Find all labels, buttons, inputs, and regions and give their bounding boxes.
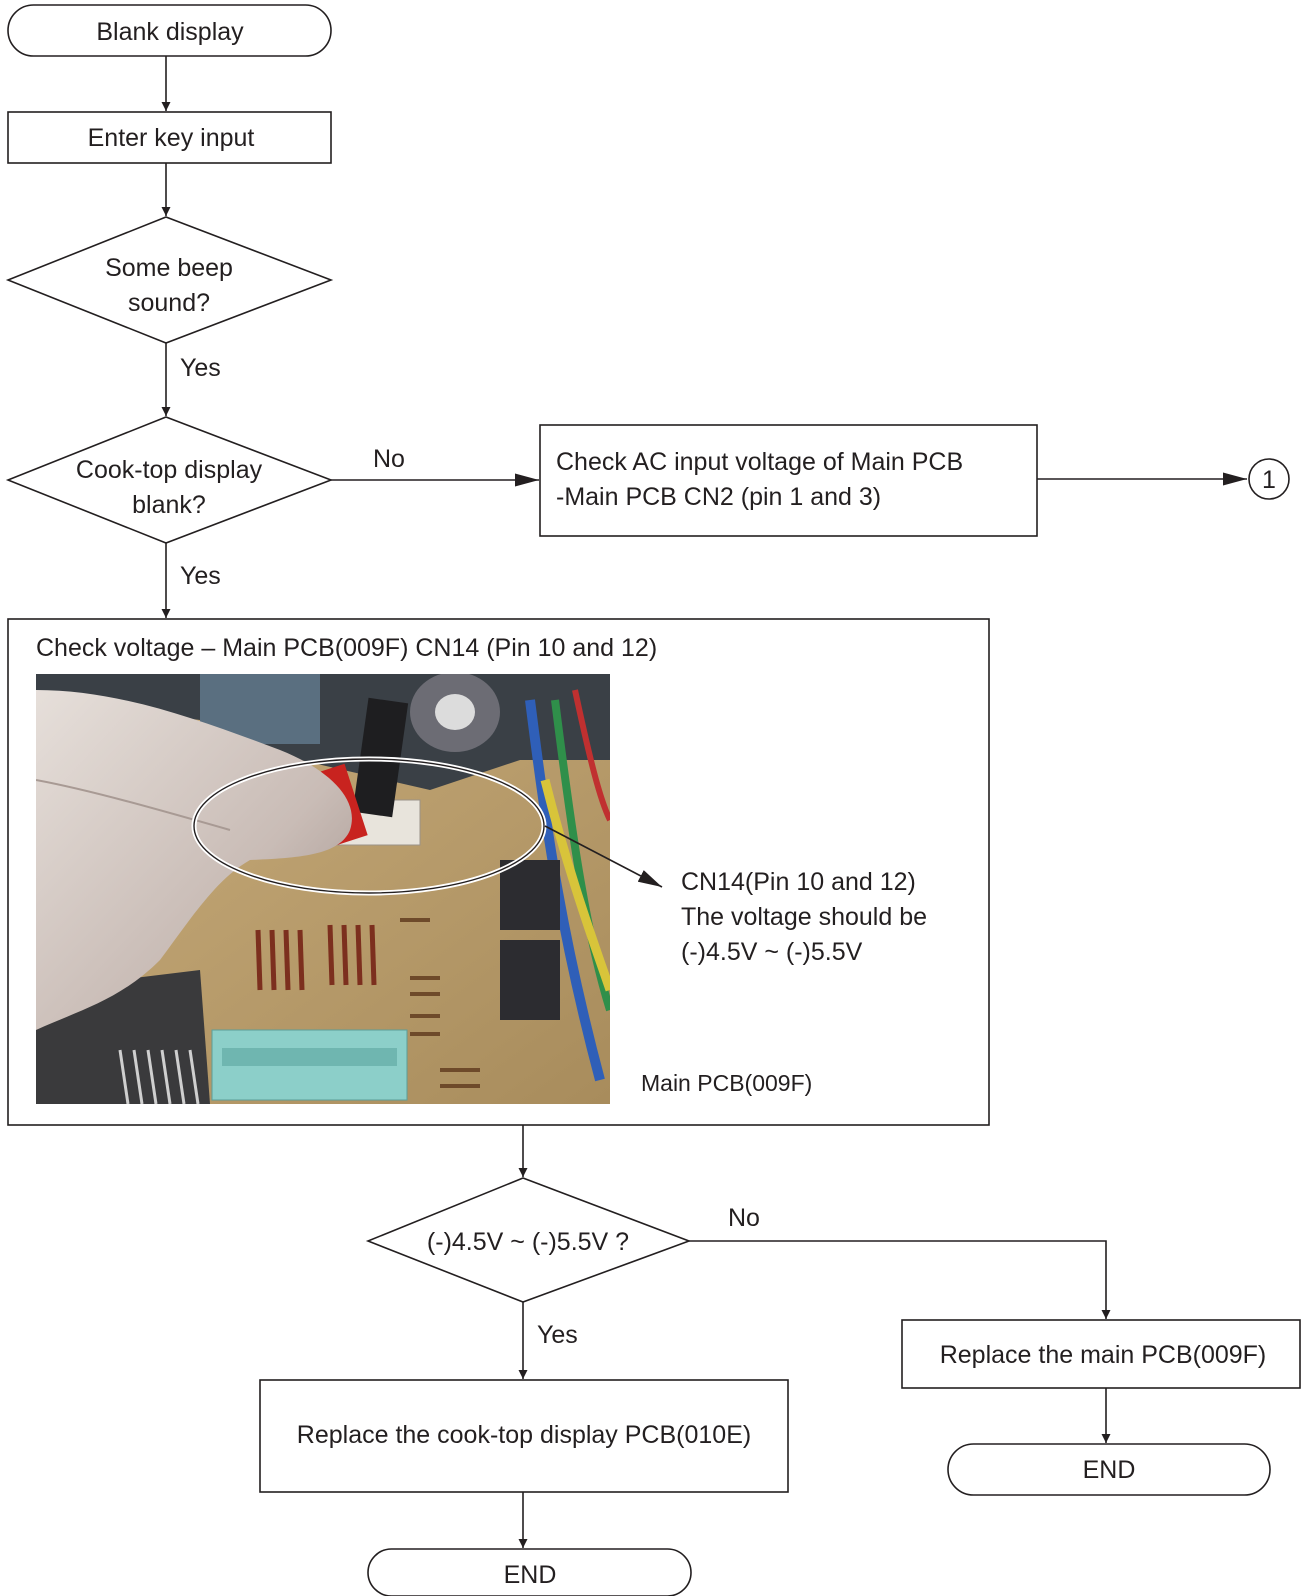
replace-main-box: Replace the main PCB(009F) [901,1319,1301,1389]
display-question-line1: Cook-top display [76,456,263,484]
end-terminal-bottom: END [367,1548,692,1596]
connector-label: 1 [1262,466,1276,494]
check-ac-box: Check AC input voltage of Main PCB -Main… [539,424,1038,537]
photo-caption: Main PCB(009F) [641,1070,812,1096]
end-terminal-right: END [947,1443,1271,1496]
callout-arrow [544,825,663,888]
check-ac-line2: -Main PCB CN2 (pin 1 and 3) [556,483,881,511]
display-blank-decision: Cook-top display blank? [5,416,334,544]
voltage-no-label: No [728,1204,760,1232]
beep-question-line2: sound? [128,289,210,317]
edge-voltage-no [689,1240,1111,1319]
enter-key-label: Enter key input [88,124,255,152]
end-bottom-label: END [504,1561,557,1589]
check-ac-line1: Check AC input voltage of Main PCB [556,448,963,476]
start-terminal: Blank display [7,4,332,57]
replace-display-label: Replace the cook-top display PCB(010E) [297,1421,751,1449]
connector-1: 1 [1248,458,1290,500]
replace-main-label: Replace the main PCB(009F) [940,1341,1267,1369]
cn14-highlight-outline [193,758,545,894]
beep-question-line1: Some beep [105,254,233,282]
callout-line2: The voltage should be [681,903,927,931]
pcb-photo [36,674,610,1104]
callout-line1: CN14(Pin 10 and 12) [681,868,916,896]
end-right-label: END [1083,1456,1136,1484]
voltage-decision: (-)4.5V ~ (-)5.5V ? [365,1177,692,1303]
replace-display-box: Replace the cook-top display PCB(010E) [259,1379,789,1493]
voltage-yes-label: Yes [537,1321,578,1349]
display-question-line2: blank? [132,491,206,519]
callout-line3: (-)4.5V ~ (-)5.5V [681,938,863,966]
voltage-question: (-)4.5V ~ (-)5.5V ? [427,1228,629,1256]
beep-decision: Some beep sound? [5,216,334,344]
check-voltage-title: Check voltage – Main PCB(009F) CN14 (Pin… [36,634,657,662]
beep-yes-label: Yes [180,354,221,382]
display-yes-label: Yes [180,562,221,590]
display-no-label: No [373,445,405,473]
start-label: Blank display [96,18,244,46]
enter-key-box: Enter key input [7,111,332,164]
